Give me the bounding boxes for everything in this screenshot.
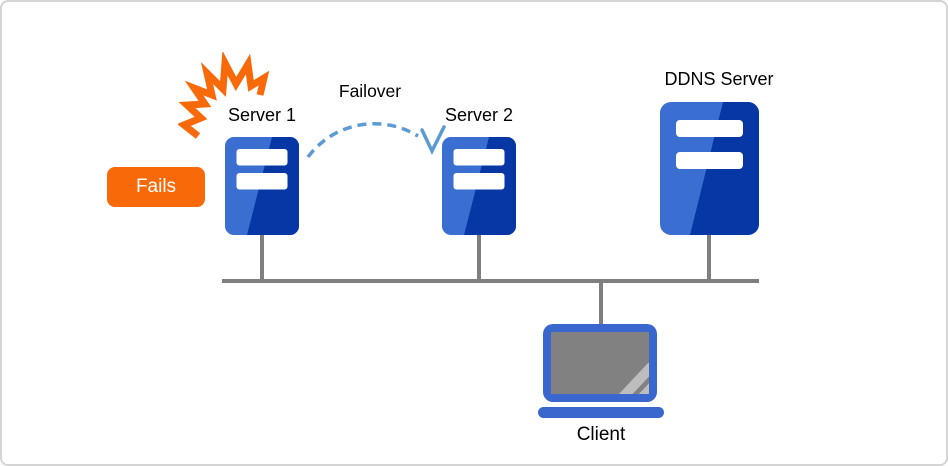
server1-label: Server 1 <box>227 105 297 125</box>
server2-label: Server 2 <box>444 105 514 125</box>
explosion-zigzag <box>178 52 270 139</box>
screen-glare-stripe-narrow <box>638 383 649 394</box>
server2-icon <box>442 137 516 235</box>
client-label: Client <box>576 424 626 445</box>
ddns-server-slot-top <box>676 120 743 137</box>
failover-arrowhead-icon <box>420 125 446 155</box>
explosion-burst-icon <box>178 52 270 139</box>
ddns-server-label: DDNS Server <box>664 69 774 89</box>
fails-badge: Fails <box>107 167 205 207</box>
laptop-icon <box>538 324 664 418</box>
server2-slot-bottom <box>453 173 505 190</box>
ddns-server-icon <box>660 102 759 235</box>
server1-slot-top <box>236 149 288 166</box>
failover-label: Failover <box>338 81 402 101</box>
screen-glare-stripe-wide <box>618 362 649 394</box>
server1-icon <box>225 137 299 235</box>
failover-arrow-curve <box>306 122 419 159</box>
laptop-base <box>538 407 664 418</box>
server2-slot-top <box>453 149 505 166</box>
server1-slot-bottom <box>236 173 288 190</box>
ddns-server-slot-bottom <box>676 152 743 169</box>
fails-badge-label: Fails <box>135 176 177 197</box>
